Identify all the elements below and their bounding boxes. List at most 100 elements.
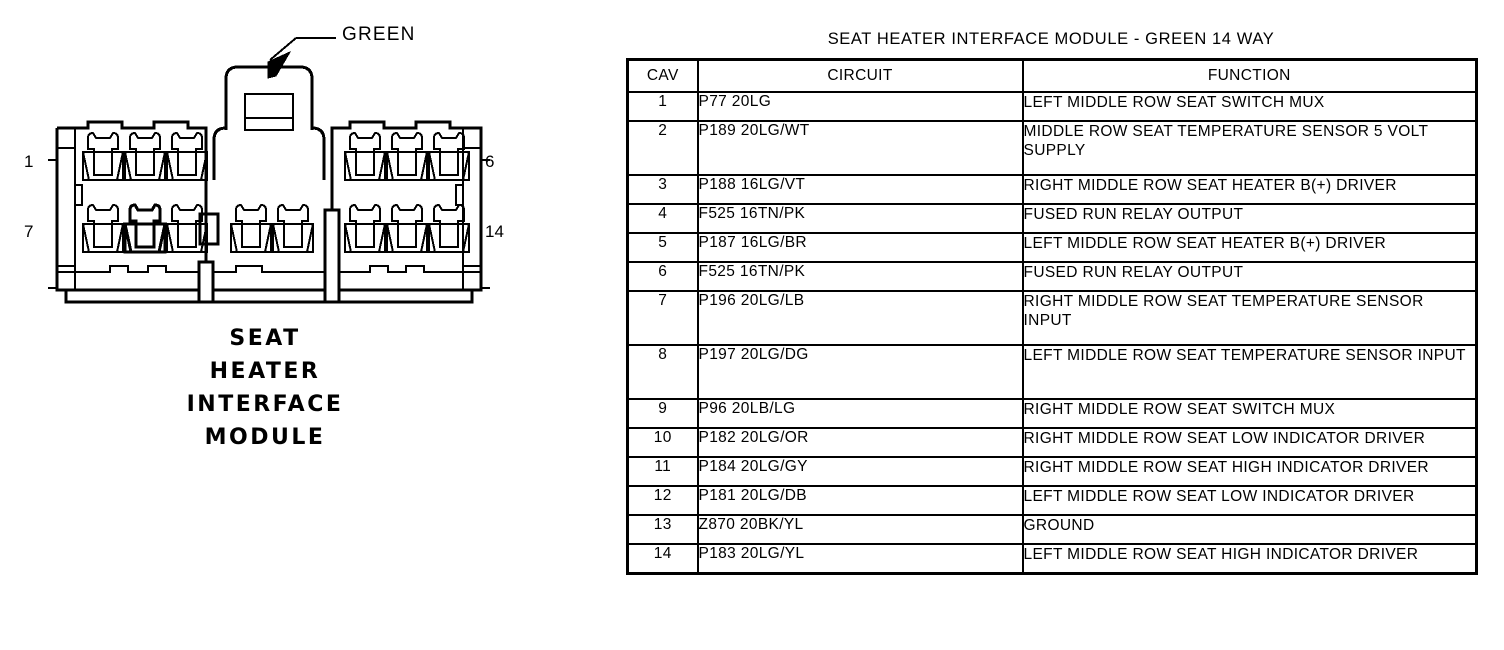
terminal-group-top-right	[343, 131, 471, 181]
caption-line: SEAT	[229, 326, 301, 351]
arrow-pointer-icon	[267, 50, 292, 79]
cell-cav: 8	[626, 344, 699, 400]
cell-cav: 13	[626, 514, 699, 545]
column-header-cav: CAV	[626, 58, 699, 93]
cell-function: LEFT MIDDLE ROW SEAT HIGH INDICATOR DRIV…	[1021, 543, 1478, 575]
cell-circuit: P197 20LG/DG	[696, 344, 1024, 400]
terminal-cavity	[81, 131, 125, 181]
cell-circuit: P182 20LG/OR	[696, 427, 1024, 458]
table-title: SEAT HEATER INTERFACE MODULE - GREEN 14 …	[827, 30, 1275, 48]
cell-cav: 7	[626, 290, 699, 346]
connector-lower-ledge	[57, 265, 481, 273]
cell-circuit: P181 20LG/DB	[696, 485, 1024, 516]
pin-table-panel: SEAT HEATER INTERFACE MODULE - GREEN 14 …	[626, 30, 1478, 575]
connector-latch	[224, 65, 314, 130]
cell-cav: 4	[626, 203, 699, 234]
connector-center-dividers	[197, 208, 341, 304]
caption-line: MODULE	[204, 425, 326, 450]
cell-function: RIGHT MIDDLE ROW SEAT TEMPERATURE SENSOR…	[1021, 290, 1478, 346]
cell-function: LEFT MIDDLE ROW SEAT LOW INDICATOR DRIVE…	[1021, 485, 1478, 516]
cell-function: FUSED RUN RELAY OUTPUT	[1021, 261, 1478, 292]
callout-leader-line	[269, 37, 336, 61]
cell-function: RIGHT MIDDLE ROW SEAT LOW INDICATOR DRIV…	[1021, 427, 1478, 458]
cell-function: LEFT MIDDLE ROW SEAT HEATER B(+) DRIVER	[1021, 232, 1478, 263]
keying-slot	[198, 212, 220, 246]
cell-circuit: P77 20LG	[696, 91, 1024, 122]
caption-line: HEATER	[209, 359, 321, 384]
module-caption: SEAT HEATER INTERFACE MODULE	[120, 322, 410, 454]
cell-function: LEFT MIDDLE ROW SEAT TEMPERATURE SENSOR …	[1021, 344, 1478, 400]
terminal-group-top-left	[81, 131, 209, 181]
terminal-cavity	[81, 203, 125, 253]
green-callout-label: GREEN	[342, 24, 416, 45]
terminal-cavity	[427, 131, 471, 181]
terminal-cavity	[271, 203, 315, 253]
cell-cav: 11	[626, 456, 699, 487]
cell-circuit: Z870 20BK/YL	[696, 514, 1024, 545]
cell-circuit: F525 16TN/PK	[696, 261, 1024, 292]
latch-inner-window	[244, 93, 294, 131]
cell-function: RIGHT MIDDLE ROW SEAT HIGH INDICATOR DRI…	[1021, 456, 1478, 487]
cell-circuit: P188 16LG/VT	[696, 174, 1024, 205]
cell-cav: 5	[626, 232, 699, 263]
cell-circuit: P96 20LB/LG	[696, 398, 1024, 429]
terminal-group-bottom-left	[81, 203, 209, 254]
terminal-cavity	[427, 203, 471, 253]
caption-line: INTERFACE	[186, 392, 344, 417]
cell-function: RIGHT MIDDLE ROW SEAT HEATER B(+) DRIVER	[1021, 174, 1478, 205]
terminal-cavity	[165, 131, 209, 181]
cell-circuit: P187 16LG/BR	[696, 232, 1024, 263]
connector-illustration	[48, 37, 490, 304]
pin-number-6: 6	[485, 152, 495, 171]
pin-index-ticks	[48, 159, 490, 289]
terminal-cavity	[123, 203, 167, 254]
cell-function: LEFT MIDDLE ROW SEAT SWITCH MUX	[1021, 91, 1478, 122]
cell-circuit: P184 20LG/GY	[696, 456, 1024, 487]
terminal-cavity	[343, 203, 387, 253]
connector-diagram-panel: GREEN 1 7 6 14 SEAT HEATER INTERFACE MOD…	[0, 0, 600, 650]
cell-cav: 12	[626, 485, 699, 516]
latch-shoulder-left	[212, 126, 227, 180]
cell-function: MIDDLE ROW SEAT TEMPERATURE SENSOR 5 VOL…	[1021, 120, 1478, 176]
cell-cav: 6	[626, 261, 699, 292]
terminal-cavity	[385, 131, 429, 181]
terminal-cavity	[165, 203, 209, 253]
terminal-cavity	[385, 203, 429, 253]
pin-number-1: 1	[24, 152, 34, 171]
cell-function: GROUND	[1021, 514, 1478, 545]
terminal-cavity	[123, 131, 167, 181]
cell-cav: 14	[626, 543, 699, 575]
cell-cav: 9	[626, 398, 699, 429]
cell-cav: 2	[626, 120, 699, 176]
cell-function: FUSED RUN RELAY OUTPUT	[1021, 203, 1478, 234]
terminal-cavity	[343, 131, 387, 181]
connector-foot-strip	[64, 290, 474, 304]
latch-shoulder-right	[311, 126, 326, 180]
pin-number-7: 7	[24, 222, 34, 241]
column-header-function: FUNCTION	[1021, 58, 1478, 93]
column-header-circuit: CIRCUIT	[696, 58, 1024, 93]
cell-cav: 1	[626, 91, 699, 122]
pin-number-14: 14	[485, 222, 504, 241]
cell-circuit: P196 20LG/LB	[696, 290, 1024, 346]
terminal-group-bottom-middle	[229, 203, 315, 253]
cell-cav: 3	[626, 174, 699, 205]
terminal-cavity	[229, 203, 273, 253]
table-header-row: CAV CIRCUIT FUNCTION	[626, 58, 1478, 93]
cell-cav: 10	[626, 427, 699, 458]
terminal-group-bottom-right	[343, 203, 471, 253]
